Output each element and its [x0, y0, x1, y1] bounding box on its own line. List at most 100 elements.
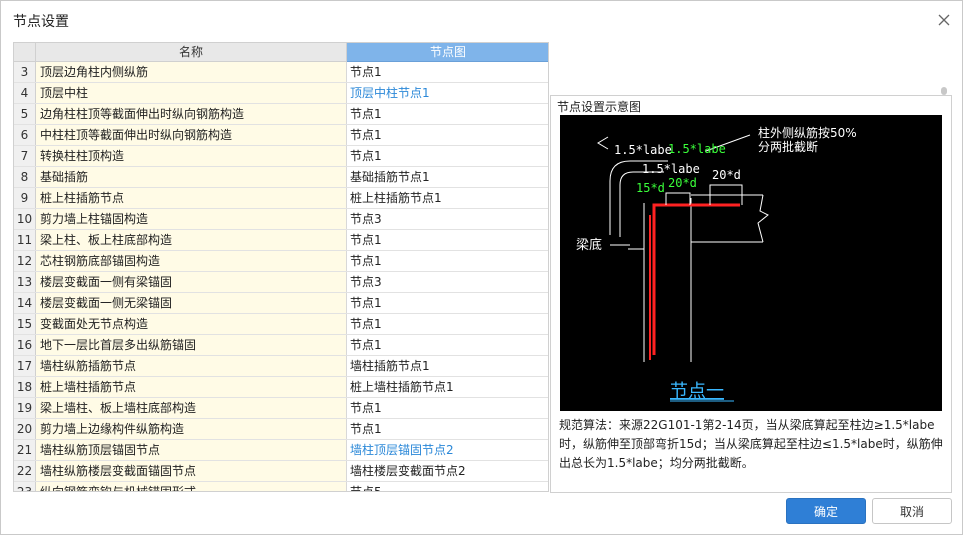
row-node-cell[interactable]: 桩上柱插筋节点1 [347, 188, 548, 208]
row-name-cell[interactable]: 梁上柱、板上柱底部构造 [36, 230, 347, 250]
row-index: 23 [14, 482, 36, 491]
row-index: 3 [14, 62, 36, 82]
row-node-cell[interactable]: 节点1 [347, 125, 548, 145]
node-diagram: 1.5*labe 1.5*labe 1.5*labe 柱外侧纵筋按50% 分两批… [560, 115, 942, 411]
row-node-cell[interactable]: 墙柱楼层变截面节点2 [347, 461, 548, 481]
row-node-cell[interactable]: 节点1 [347, 314, 548, 334]
label-3: 1.5*labe [642, 162, 700, 176]
row-name-cell[interactable]: 顶层中柱 [36, 83, 347, 103]
row-name-cell[interactable]: 墙柱纵筋插筋节点 [36, 356, 347, 376]
ok-button[interactable]: 确定 [786, 498, 866, 524]
row-index: 4 [14, 83, 36, 103]
row-node-cell[interactable]: 桩上墙柱插筋节点1 [347, 377, 548, 397]
row-node-cell[interactable]: 节点1 [347, 146, 548, 166]
row-index: 21 [14, 440, 36, 460]
row-node-cell[interactable]: 基础插筋节点1 [347, 167, 548, 187]
row-node-cell[interactable]: 节点1 [347, 230, 548, 250]
close-icon[interactable] [935, 11, 953, 29]
row-node-cell[interactable]: 节点1 [347, 419, 548, 439]
row-node-cell[interactable]: 节点1 [347, 251, 548, 271]
dialog-title: 节点设置 [13, 14, 69, 30]
row-name-cell[interactable]: 中柱柱顶等截面伸出时纵向钢筋构造 [36, 125, 347, 145]
row-index: 12 [14, 251, 36, 271]
row-node-cell[interactable]: 墙柱插筋节点1 [347, 356, 548, 376]
label-2: 1.5*labe [668, 142, 726, 156]
row-index: 14 [14, 293, 36, 313]
row-node-cell[interactable]: 节点1 [347, 293, 548, 313]
column-header-name[interactable]: 名称 [36, 43, 347, 62]
row-name-cell[interactable]: 剪力墙上柱锚固构造 [36, 209, 347, 229]
row-name-cell[interactable]: 剪力墙上边缘构件纵筋构造 [36, 419, 347, 439]
dim-arrow [597, 136, 609, 150]
row-name-cell[interactable]: 变截面处无节点构造 [36, 314, 347, 334]
row-node-cell[interactable]: 节点3 [347, 209, 548, 229]
title-bar: 节点设置 [1, 1, 962, 39]
row-name-cell[interactable]: 基础插筋 [36, 167, 347, 187]
row-node-cell[interactable]: 顶层中柱节点1 [347, 83, 548, 103]
bar-20d-2 [665, 192, 691, 205]
row-name-cell[interactable]: 楼层变截面一侧无梁锚固 [36, 293, 347, 313]
label-4: 柱外侧纵筋按50% [758, 125, 857, 140]
row-name-cell[interactable]: 桩上柱插筋节点 [36, 188, 347, 208]
row-node-cell[interactable]: 节点1 [347, 62, 548, 82]
preview-panel: 节点设置示意图 [550, 95, 952, 493]
row-name-cell[interactable]: 梁上墙柱、板上墙柱底部构造 [36, 398, 347, 418]
row-name-cell[interactable]: 楼层变截面一侧有梁锚固 [36, 272, 347, 292]
diagram-caption: 节点一 [670, 381, 724, 402]
row-name-cell[interactable]: 顶层边角柱内侧纵筋 [36, 62, 347, 82]
cancel-button[interactable]: 取消 [872, 498, 952, 524]
row-name-cell[interactable]: 墙柱纵筋顶层锚固节点 [36, 440, 347, 460]
row-index: 6 [14, 125, 36, 145]
header-index-cell [14, 43, 36, 62]
row-name-cell[interactable]: 墙柱纵筋楼层变截面锚固节点 [36, 461, 347, 481]
row-node-cell[interactable]: 节点1 [347, 104, 548, 124]
preview-description: 规范算法：来源22G101-1第2-14页，当从梁底算起至柱边≥1.5*labe… [559, 418, 943, 470]
row-name-cell[interactable]: 桩上墙柱插筋节点 [36, 377, 347, 397]
column-header-node[interactable]: 节点图 [347, 43, 548, 62]
row-index: 17 [14, 356, 36, 376]
label-7: 20*d [668, 176, 697, 190]
row-node-cell[interactable]: 墙柱顶层锚固节点2 [347, 440, 548, 460]
scrollbar-thumb[interactable] [941, 87, 947, 95]
label-5: 分两批截断 [758, 139, 818, 154]
label-1: 1.5*labe [614, 143, 672, 157]
outer-bar-hook-2 [619, 171, 664, 237]
row-node-cell[interactable]: 节点1 [347, 335, 548, 355]
row-name-cell[interactable]: 芯柱钢筋底部锚固构造 [36, 251, 347, 271]
label-9: 梁底 [576, 237, 602, 253]
row-node-cell[interactable]: 节点1 [347, 398, 548, 418]
row-name-cell[interactable]: 边角柱柱顶等截面伸出时纵向钢筋构造 [36, 104, 347, 124]
row-index: 22 [14, 461, 36, 481]
row-name-cell[interactable]: 地下一层比首层多出纵筋锚固 [36, 335, 347, 355]
node-diagram-svg: 1.5*labe 1.5*labe 1.5*labe 柱外侧纵筋按50% 分两批… [576, 125, 857, 402]
row-name-cell[interactable]: 转换柱柱顶构造 [36, 146, 347, 166]
row-name-cell[interactable]: 纵向钢筋弯钩与机械锚固形式 [36, 482, 347, 491]
break-line [757, 194, 769, 243]
table-header: 名称 节点图 [14, 43, 548, 62]
row-node-cell[interactable]: 节点3 [347, 272, 548, 292]
row-node-cell[interactable]: 节点5 [347, 482, 548, 491]
